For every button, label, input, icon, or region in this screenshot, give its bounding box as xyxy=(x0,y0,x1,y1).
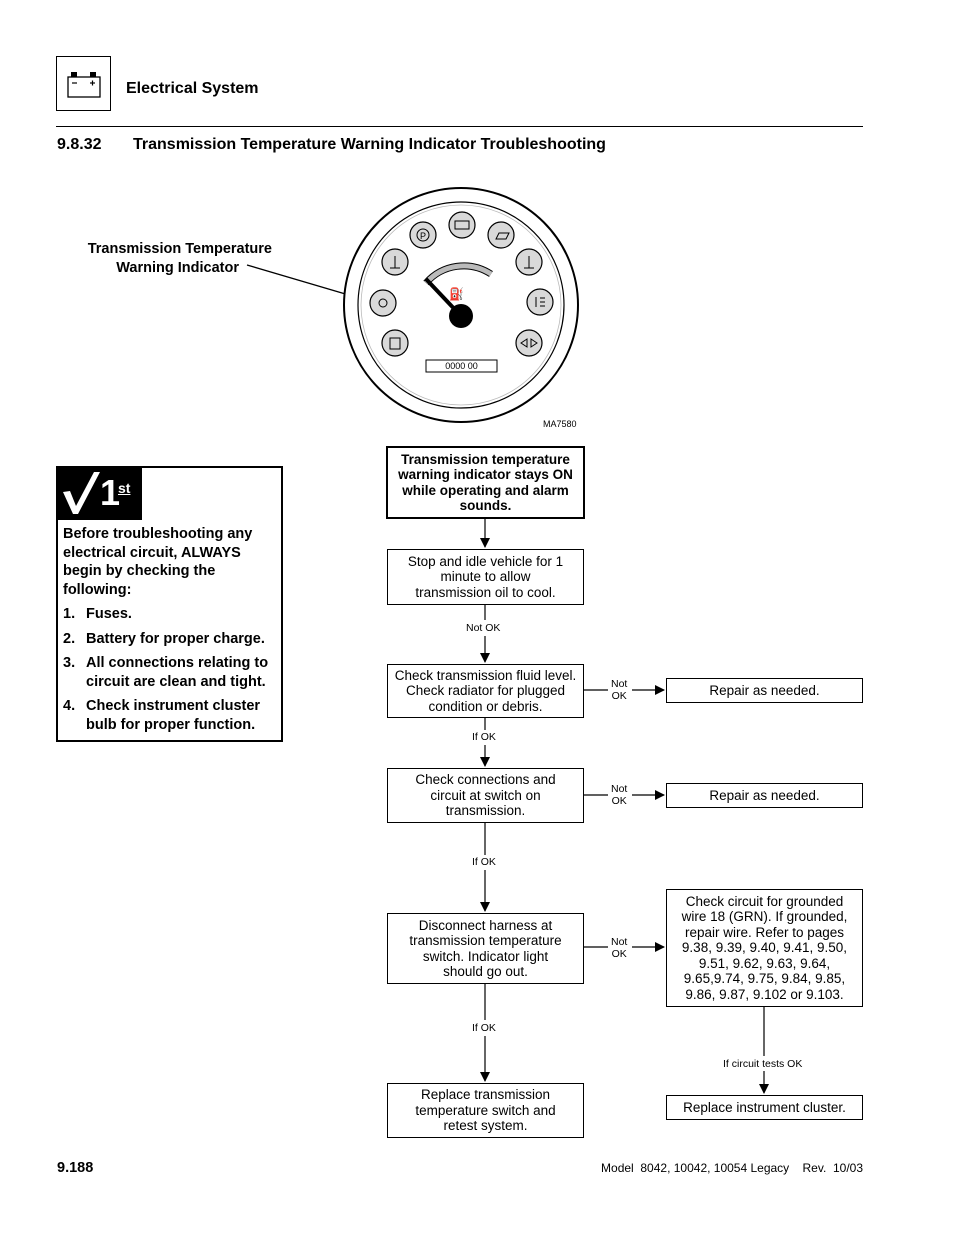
turn-signal-lamp xyxy=(515,329,543,357)
gauge-callout-line1: Transmission Temperature xyxy=(87,241,272,257)
flow-step3-fix-box: Repair as needed. xyxy=(666,783,863,808)
first-check-note: 1 st Before troubleshooting any electric… xyxy=(56,466,283,742)
fuel-pump-icon: ⛽ xyxy=(449,287,464,301)
svg-text:P: P xyxy=(420,231,426,241)
section-title: Transmission Temperature Warning Indicat… xyxy=(133,136,606,153)
note-item: 1.Fuses. xyxy=(63,606,132,622)
section-number: 9.8.32 xyxy=(57,136,102,153)
oil-pressure-lamp xyxy=(487,221,515,249)
gauge-callout-label: Transmission Temperature Warning Indicat… xyxy=(60,240,272,278)
flow-step3-out-label: If OK xyxy=(472,856,496,868)
glow-plug-lamp xyxy=(369,289,397,317)
flow-step1-out-label: Not OK xyxy=(466,622,501,634)
flow-step4-out-label: If OK xyxy=(472,1022,496,1034)
flow-step2-fix-box: Repair as needed. xyxy=(666,678,863,703)
figure-id: MA7580 xyxy=(543,419,577,429)
note-item: 2.Battery for proper charge. xyxy=(63,630,265,647)
flow-step4-box: Disconnect harness at transmission tempe… xyxy=(387,913,584,984)
battery-icon-box xyxy=(56,56,111,111)
hour-meter-value: 0000 00 xyxy=(445,361,478,371)
note-body: Before troubleshooting any electrical ci… xyxy=(63,525,279,740)
flow-start-box: Transmission temperature warning indicat… xyxy=(386,446,585,519)
callout-leader-line xyxy=(246,264,360,299)
footer-model-rev: Model 8042, 10042, 10054 Legacy Rev. 10/… xyxy=(601,1161,863,1175)
needle-hub xyxy=(449,304,473,328)
battery-lamp xyxy=(448,211,476,239)
parking-brake-lamp xyxy=(409,221,437,249)
flow-step4-fix-box: Check circuit for grounded wire 18 (GRN)… xyxy=(666,889,863,1007)
page-number: 9.188 xyxy=(57,1160,94,1176)
flow-step4-fix-out-label: If circuit tests OK xyxy=(723,1058,803,1070)
header-rule xyxy=(56,126,863,127)
header-title: Electrical System xyxy=(126,80,259,97)
battery-icon xyxy=(67,72,101,98)
note-badge-sup: st xyxy=(118,480,131,496)
note-item: 3.All connections relating to circuit ar… xyxy=(63,655,269,690)
flow-step1-box: Stop and idle vehicle for 1 minute to al… xyxy=(387,549,584,605)
note-item: 4.Check instrument cluster bulb for prop… xyxy=(63,698,261,733)
note-badge-number: 1 xyxy=(100,472,121,513)
hour-meter xyxy=(425,359,498,373)
note-banner: 1 st xyxy=(58,468,142,520)
note-intro: Before troubleshooting any electrical ci… xyxy=(63,526,253,598)
fuel-filter-lamp xyxy=(381,329,409,357)
flow-end-box: Replace transmission temperature switch … xyxy=(387,1083,584,1138)
flow-step3-box: Check connections and circuit at switch … xyxy=(387,768,584,823)
checkmark-icon xyxy=(63,472,100,514)
instrument-cluster-figure: P ⛽ xyxy=(246,187,579,423)
flow-step2-out-label: If OK xyxy=(472,731,496,743)
gauge-callout-line2: Warning Indicator xyxy=(116,260,239,276)
flow-step4-fix-end-box: Replace instrument cluster. xyxy=(666,1095,863,1120)
flow-step2-box: Check transmission fluid level. Check ra… xyxy=(387,664,584,718)
